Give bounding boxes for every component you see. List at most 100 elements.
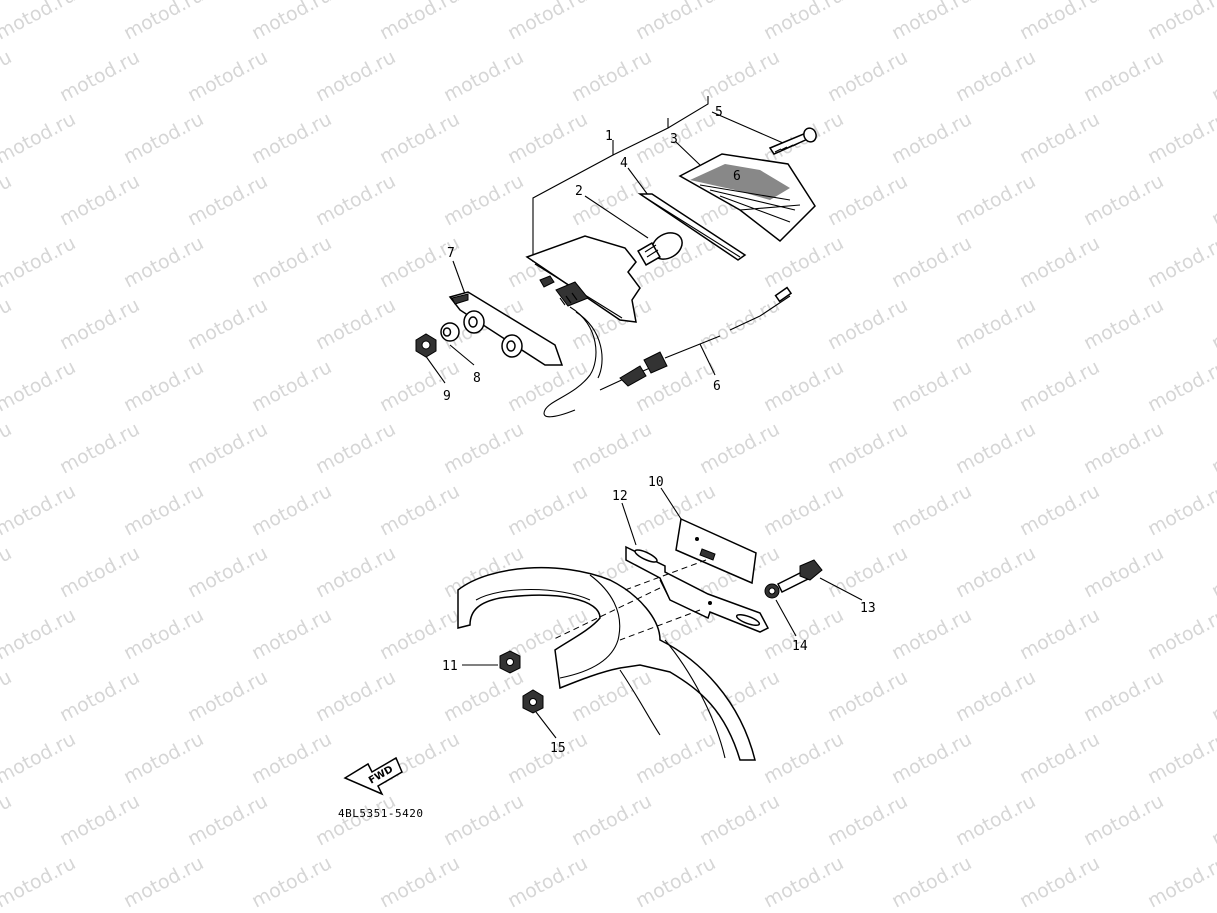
bolt-part[interactable] [776, 559, 863, 601]
watermark-text: motod.ru [120, 604, 207, 664]
watermark-text: motod.ru [632, 356, 719, 416]
watermark-text: motod.ru [312, 418, 399, 478]
fender-nut-lower-part[interactable] [522, 689, 557, 739]
watermark-text: motod.ru [0, 108, 79, 168]
watermark-text: motod.ru [568, 790, 655, 850]
part-number-1: 1 [605, 129, 613, 144]
watermark-text: motod.ru [1144, 0, 1217, 44]
part-number-14: 14 [792, 639, 808, 654]
watermark-text: motod.ru [248, 108, 335, 168]
washer-part[interactable] [764, 583, 797, 637]
watermark-text: motod.ru [1208, 666, 1217, 726]
watermark-text: motod.ru [312, 542, 399, 602]
watermark-text: motod.ru [0, 294, 15, 354]
watermark-text: motod.ru [1144, 728, 1217, 788]
watermark-text: motod.ru [56, 294, 143, 354]
watermark-text: motod.ru [440, 170, 527, 230]
watermark-text: motod.ru [248, 728, 335, 788]
watermark-text: motod.ru [184, 666, 271, 726]
watermark-text: motod.ru [120, 0, 207, 44]
part-number-7: 7 [447, 246, 455, 261]
watermark-text: motod.ru [1208, 542, 1217, 602]
watermark-text: motod.ru [888, 108, 975, 168]
watermark-text: motod.ru [1080, 542, 1167, 602]
part-number-11: 11 [442, 659, 458, 674]
fender-nut-upper-part[interactable] [462, 650, 521, 674]
watermark-text: motod.ru [0, 852, 79, 912]
watermark-text: motod.ru [376, 108, 463, 168]
watermark-text: motod.ru [184, 542, 271, 602]
taillight-housing-part[interactable] [525, 235, 641, 323]
watermark-text: motod.ru [1208, 46, 1217, 106]
part-number-2: 2 [575, 184, 583, 199]
watermark-text: motod.ru [824, 46, 911, 106]
watermark-text: motod.ru [952, 170, 1039, 230]
watermark-text: motod.ru [56, 418, 143, 478]
license-bracket-part[interactable] [625, 545, 770, 633]
watermark-text: motod.ru [440, 418, 527, 478]
watermark-text: motod.ru [184, 294, 271, 354]
watermark-text: motod.ru [1016, 480, 1103, 540]
watermark-text: motod.ru [312, 170, 399, 230]
watermark-text: motod.ru [0, 480, 79, 540]
watermark-text: motod.ru [0, 0, 79, 44]
watermark-text: motod.ru [504, 108, 591, 168]
taillight-assembly: 6 [415, 96, 818, 418]
lens-part[interactable]: 6 [675, 141, 816, 242]
wire-harness-part[interactable] [543, 286, 793, 418]
watermark-text: motod.ru [376, 480, 463, 540]
watermark-text: motod.ru [248, 0, 335, 44]
watermark-text: motod.ru [248, 480, 335, 540]
watermark-text: motod.ru [888, 480, 975, 540]
watermark-text: motod.ru [440, 666, 527, 726]
watermark-text: motod.ru [1080, 666, 1167, 726]
watermark-text: motod.ru [56, 666, 143, 726]
watermark-text: motod.ru [120, 108, 207, 168]
watermark-text: motod.ru [952, 542, 1039, 602]
watermark-text: motod.ru [0, 170, 15, 230]
watermark-text: motod.ru [0, 418, 15, 478]
watermark-text: motod.ru [376, 852, 463, 912]
watermark-text: motod.ru [760, 232, 847, 292]
diagram-code: 4BL5351-5420 [338, 807, 423, 820]
watermark-text: motod.ru [0, 46, 15, 106]
watermark-text: motod.ru [1144, 604, 1217, 664]
watermark-text: motod.ru [0, 790, 15, 850]
watermark-text: motod.ru [760, 852, 847, 912]
watermark-text: motod.ru [0, 356, 79, 416]
watermark-text: motod.ru [120, 356, 207, 416]
watermark-text: motod.ru [504, 852, 591, 912]
watermark-text: motod.ru [696, 790, 783, 850]
watermark-text: motod.ru [440, 790, 527, 850]
part-number-10: 10 [648, 475, 664, 490]
watermark-text: motod.ru [952, 46, 1039, 106]
screw-part[interactable] [711, 111, 818, 155]
license-plate-holder-part[interactable] [660, 487, 757, 585]
fwd-arrow: FWD [343, 756, 403, 796]
watermark-text: motod.ru [696, 294, 783, 354]
watermark-text: motod.ru [184, 170, 271, 230]
watermark-text: motod.ru [56, 170, 143, 230]
watermark-text: motod.ru [888, 604, 975, 664]
watermark-text: motod.ru [440, 46, 527, 106]
rear-fender-part[interactable] [457, 566, 756, 761]
watermark-text: motod.ru [504, 0, 591, 44]
watermark-text: motod.ru [824, 294, 911, 354]
lens-mark: 6 [733, 169, 741, 184]
watermark-text: motod.ru [1144, 480, 1217, 540]
gasket-part[interactable] [627, 167, 747, 261]
base-plate-part[interactable] [448, 260, 564, 366]
watermark-text: motod.ru [56, 542, 143, 602]
watermark-text: motod.ru [888, 728, 975, 788]
watermark-text: motod.ru [760, 604, 847, 664]
bulb-part[interactable] [584, 195, 687, 266]
watermark-text: motod.ru [312, 790, 399, 850]
watermark-text: motod.ru [0, 604, 79, 664]
collar-part[interactable] [440, 322, 475, 366]
watermark-text: motod.ru [888, 852, 975, 912]
fender-assembly: 10 11 12 13 14 15 [442, 475, 876, 761]
watermark-text: motod.ru [760, 356, 847, 416]
nut-part[interactable] [415, 333, 446, 384]
watermark-text: motod.ru [184, 46, 271, 106]
watermark-text: motod.ru [120, 852, 207, 912]
